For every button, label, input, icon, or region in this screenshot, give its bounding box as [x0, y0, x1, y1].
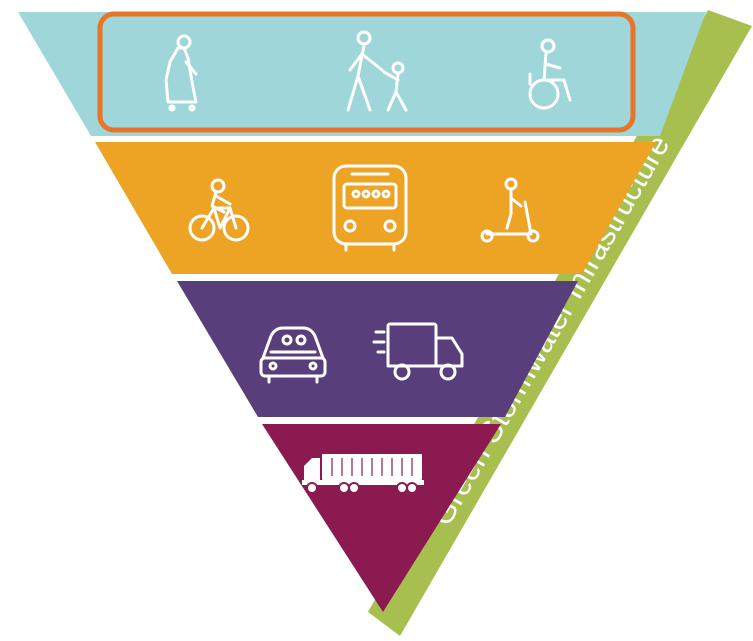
wheelchair-user-icon	[528, 38, 572, 110]
parent-child-walking-icon	[346, 30, 408, 112]
tier-1-highlight-frame	[97, 11, 636, 133]
tier-4-band	[262, 424, 501, 612]
scooter-icon	[480, 177, 540, 243]
tier-1-band	[18, 12, 706, 136]
bicycle-icon	[188, 178, 250, 242]
freight-truck-icon	[302, 454, 424, 494]
pedestrian-icon	[164, 34, 198, 112]
tier-3-band	[177, 281, 578, 417]
car-icon	[259, 326, 327, 384]
delivery-truck-icon	[372, 322, 464, 381]
bus-icon	[332, 164, 408, 252]
